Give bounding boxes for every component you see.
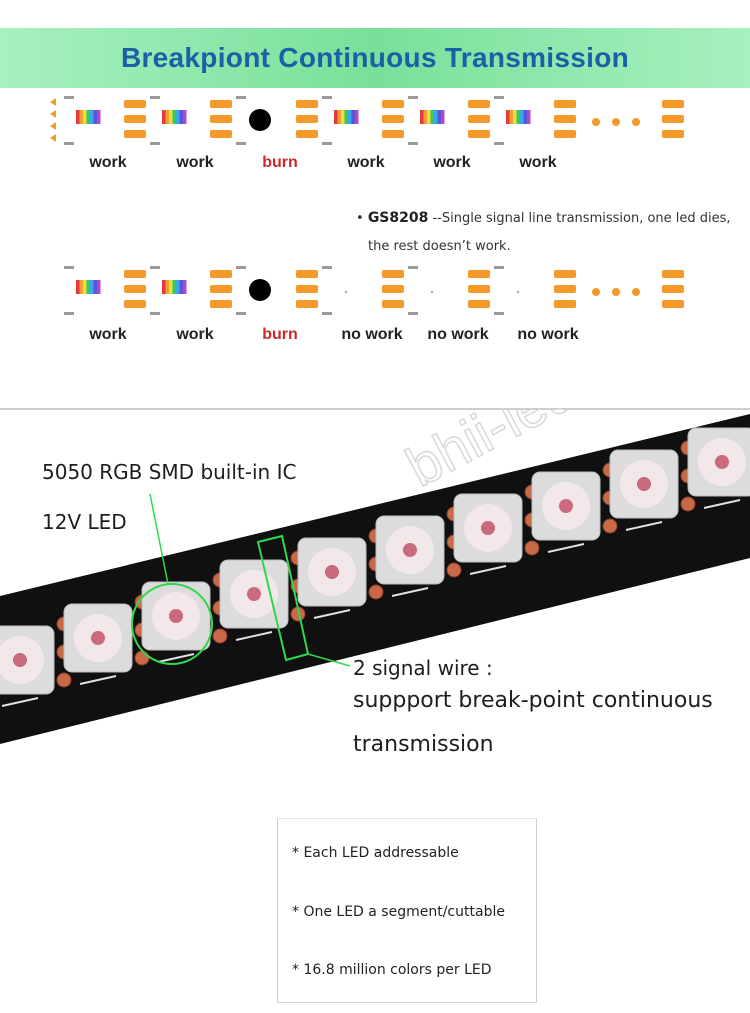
unlit-led-icon	[516, 290, 520, 294]
ellipsis-dots-icon	[592, 288, 600, 296]
burnt-led-icon	[249, 109, 271, 131]
end-pad-icon	[662, 100, 684, 138]
burnt-led-icon	[249, 279, 271, 301]
solder-pad-icon	[210, 100, 232, 138]
bottom-units-led-unit	[236, 266, 318, 315]
ic-pointer-line	[149, 493, 169, 585]
lit-led-icon	[162, 280, 166, 294]
top-label-5: work	[433, 154, 471, 171]
unlit-led-icon	[430, 290, 434, 294]
bottom-units-led-unit	[322, 266, 404, 315]
chip-name: GS8208	[367, 210, 429, 226]
top-units-led-unit	[150, 96, 232, 145]
voltage-annotation: 12V LED	[42, 510, 127, 534]
strip-diagram-top	[50, 96, 684, 145]
lit-led-icon	[506, 110, 510, 124]
feature-item-2: * One LED a segment/cuttable	[292, 904, 505, 920]
top-units-led-unit	[408, 96, 490, 145]
bottom-label-1: work	[89, 326, 127, 343]
lit-led-icon	[334, 110, 338, 124]
smd-led	[0, 616, 72, 707]
top-label-2: work	[176, 154, 214, 171]
solder-pad-icon	[554, 270, 576, 308]
bottom-units-led-unit	[494, 266, 576, 315]
ic-highlight-ring	[131, 583, 213, 665]
bottom-label-6: no work	[517, 326, 579, 343]
top-label-3: burn	[262, 154, 298, 171]
support-annotation-1: suppport break-point continuous	[353, 688, 713, 713]
smd-led	[63, 594, 150, 685]
gs8208-note: • GS8208 --Single signal line transmissi…	[356, 204, 746, 261]
top-label-4: work	[347, 154, 385, 171]
solder-pad-icon	[124, 100, 146, 138]
top-units-led-unit	[322, 96, 404, 145]
top-label-1: work	[89, 154, 127, 171]
support-annotation-2: transmission	[353, 732, 494, 757]
solder-pad-icon	[468, 100, 490, 138]
solder-pad-icon	[468, 270, 490, 308]
bottom-label-2: work	[176, 326, 214, 343]
bullet-icon: •	[356, 211, 364, 226]
feature-item-1: * Each LED addressable	[292, 845, 459, 861]
smd-led	[297, 528, 384, 619]
signal-pointer-line	[307, 653, 351, 667]
solder-pad-icon	[124, 270, 146, 308]
solder-pad-icon	[554, 100, 576, 138]
feature-item-3: * 16.8 million colors per LED	[292, 962, 492, 978]
note-line-2: the rest doesn’t work.	[368, 239, 511, 254]
note-line-1: --Single signal line transmission, one l…	[428, 211, 731, 226]
title-banner: Breakpiont Continuous Transmission	[0, 28, 750, 88]
bottom-units-led-unit	[64, 266, 146, 315]
bottom-label-5: no work	[427, 326, 489, 343]
lit-led-icon	[76, 280, 80, 294]
signal-arrows-icon	[50, 98, 56, 142]
bottom-label-3: burn	[262, 326, 298, 343]
bottom-units-led-unit	[408, 266, 490, 315]
unlit-led-icon	[344, 290, 348, 294]
ellipsis-dots-icon	[592, 118, 600, 126]
top-units-led-unit	[64, 96, 146, 145]
solder-pad-icon	[296, 100, 318, 138]
end-pad-icon	[662, 270, 684, 308]
solder-pad-icon	[382, 100, 404, 138]
lit-led-icon	[76, 110, 80, 124]
led-strip-photo: bhii-led.com	[0, 408, 750, 744]
solder-pad-icon	[210, 270, 232, 308]
bottom-units-led-unit	[150, 266, 232, 315]
features-box: * Each LED addressable * One LED a segme…	[277, 818, 537, 1003]
smd-led	[375, 506, 462, 597]
signal-annotation: 2 signal wire :	[353, 656, 493, 680]
top-label-6: work	[519, 154, 557, 171]
top-units-led-unit	[494, 96, 576, 145]
bottom-label-4: no work	[341, 326, 403, 343]
solder-pad-icon	[296, 270, 318, 308]
lit-led-icon	[420, 110, 424, 124]
ic-annotation: 5050 RGB SMD built-in IC	[42, 460, 297, 484]
lit-led-icon	[162, 110, 166, 124]
top-units-led-unit	[236, 96, 318, 145]
solder-pad-icon	[382, 270, 404, 308]
banner-title: Breakpiont Continuous Transmission	[120, 42, 630, 73]
smd-led	[687, 427, 750, 509]
strip-diagram-bottom	[64, 266, 684, 315]
